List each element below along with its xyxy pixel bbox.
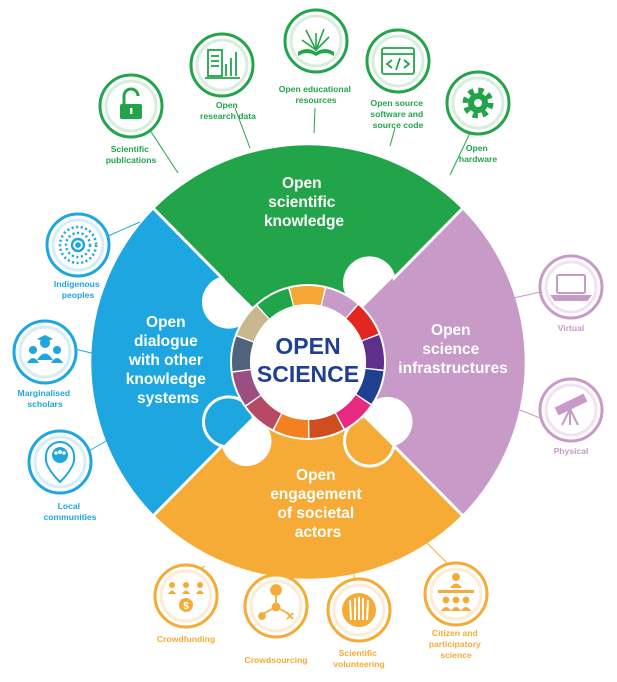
ring-segment <box>232 370 261 406</box>
center-title-line1: OPEN <box>275 333 340 359</box>
svg-text:Crowdsourcing: Crowdsourcing <box>244 655 307 665</box>
ring-segment <box>236 306 269 342</box>
open-book-icon <box>298 28 334 56</box>
ring-segment <box>309 413 344 438</box>
gear-icon <box>462 87 494 119</box>
center-title-line2: SCIENCE <box>257 361 359 387</box>
community-pin-icon <box>44 441 76 484</box>
ring-segment <box>257 288 293 319</box>
ring-segment <box>362 335 384 370</box>
color-ring <box>232 286 384 438</box>
badge-virtual: Virtual <box>538 254 604 333</box>
crowdsourcing-icon <box>258 584 294 620</box>
svg-text:Scientific publications: Scientific publications <box>106 144 157 165</box>
raised-hands-icon <box>342 593 376 627</box>
badge-crowdsourcing: Crowdsourcing <box>243 573 309 665</box>
research-data-icon <box>205 49 240 79</box>
badge-open-research-data: Open research data <box>189 32 256 121</box>
svg-text:Virtual: Virtual <box>558 323 585 333</box>
piece-knowledge <box>154 145 462 362</box>
svg-text:Marginalised scholars: Marginalised scholars <box>18 388 73 409</box>
infrastructures-title: Open science infrastructures <box>398 322 507 377</box>
badge-crowdfunding: $ Crowdfunding <box>153 563 219 644</box>
padlock-open-icon <box>120 87 142 119</box>
badge-open-hardware: Open hardware <box>445 70 511 164</box>
ring-segment <box>336 394 371 429</box>
svg-text:Crowdfunding: Crowdfunding <box>157 634 215 644</box>
badge-local-communities: Local communities <box>27 429 97 522</box>
svg-text:Open source software and: Open source software and source code <box>370 98 425 130</box>
badge-scientific-publications: Scientific publications <box>98 73 164 165</box>
svg-text:Open educational resourc: Open educational resources <box>279 84 354 105</box>
badge-open-educational-resources: Open educational resources <box>279 8 354 105</box>
ring-segment <box>321 288 358 318</box>
svg-text:Local communities: Local communities <box>43 501 96 522</box>
badge-open-source-software: Open source software and source code <box>365 28 431 130</box>
svg-text:Open research data: Open research data <box>200 100 256 121</box>
svg-text:Citizen and participator: Citizen and participatory science <box>429 628 483 660</box>
ring-segment <box>232 336 254 372</box>
ring-segment <box>356 368 384 404</box>
citizen-group-icon <box>438 573 474 611</box>
crowdfunding-icon: $ <box>168 582 204 612</box>
puzzle-ring <box>91 145 525 579</box>
svg-text:Scientific volunteering: Scientific volunteering <box>333 648 385 669</box>
scholars-icon <box>27 335 63 363</box>
ring-segment <box>274 413 308 438</box>
piece-infrastructures <box>308 209 525 515</box>
svg-text:Indigenous peoples: Indigenous peoples <box>54 279 102 300</box>
svg-text:Physical: Physical <box>554 446 589 456</box>
knowledge-title: Open scientific knowledge <box>264 175 344 230</box>
dialogue-title: Open dialogue with other knowledge syste… <box>126 314 210 407</box>
badge-citizen-science: Citizen and participatory science <box>423 561 489 660</box>
ring-segment <box>346 305 379 341</box>
svg-text:Open hardware: Open hardware <box>459 143 497 164</box>
piece-titles: Open scientific knowledge Open science i… <box>126 175 508 541</box>
badge-indigenous-peoples: Indigenous peoples <box>45 212 111 300</box>
telescope-icon <box>554 393 588 426</box>
badge-marginalised-scholars: Marginalised scholars <box>12 319 78 409</box>
code-window-icon <box>381 47 415 75</box>
engagement-title: Open engagement of societal actors <box>270 467 366 541</box>
badge-scientific-volunteering: Scientific volunteering <box>326 577 392 669</box>
svg-text:$: $ <box>183 601 189 612</box>
badge-physical: Physical <box>538 377 604 456</box>
laptop-icon <box>550 274 592 301</box>
piece-dialogue <box>91 209 308 515</box>
ring-segment <box>246 395 282 430</box>
piece-engagement <box>154 362 462 579</box>
ring-segment <box>289 286 325 306</box>
concentric-dots-icon <box>58 225 98 265</box>
center-badge: OPEN SCIENCE <box>230 284 386 440</box>
